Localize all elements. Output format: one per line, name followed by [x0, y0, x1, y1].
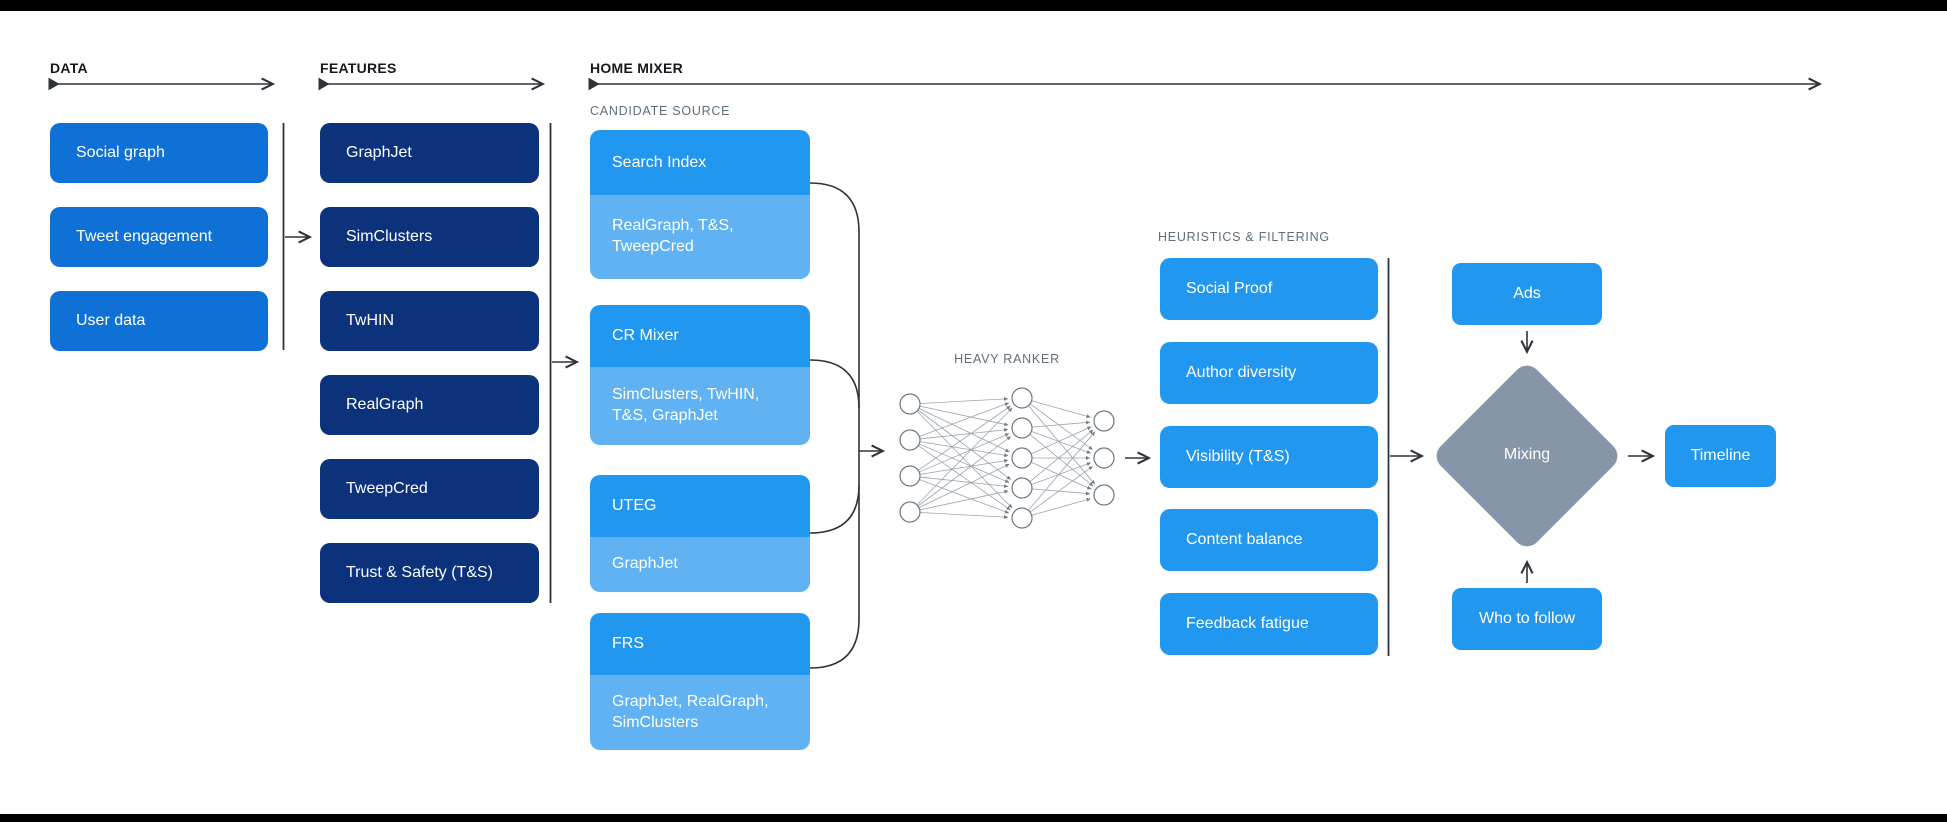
nn-link: [1028, 405, 1096, 485]
nn-link: [919, 443, 1010, 483]
heuristic-box-social-proof: Social Proof: [1160, 258, 1378, 320]
candidate-title: FRS: [590, 613, 810, 675]
ads-box: Ads: [1452, 263, 1602, 325]
nn-node: [899, 429, 921, 451]
top-letterbox-bar: [0, 0, 1947, 11]
feature-box-trust-safety: Trust & Safety (T&S): [320, 543, 539, 603]
nn-link: [1031, 431, 1091, 454]
heavy-ranker-network: [899, 387, 1115, 529]
nn-node: [1011, 387, 1033, 409]
nn-link: [917, 405, 1011, 471]
nn-node: [899, 393, 921, 415]
who-to-follow-box: Who to follow: [1452, 588, 1602, 650]
nn-node: [899, 465, 921, 487]
subheader-candidate-source: CANDIDATE SOURCE: [590, 104, 731, 118]
heuristic-box-author-diversity: Author diversity: [1160, 342, 1378, 404]
nn-link: [919, 441, 1009, 458]
feature-box-simclusters: SimClusters: [320, 207, 539, 267]
nn-link: [918, 463, 1010, 509]
nn-link: [917, 445, 1011, 511]
nn-link: [1029, 465, 1093, 513]
cr-mixer-join-curve: [809, 359, 860, 409]
data-box-social-graph: Social graph: [50, 123, 268, 183]
section-header-home-mixer: HOME MIXER: [590, 60, 684, 76]
heuristic-box-visibility: Visibility (T&S): [1160, 426, 1378, 488]
nn-node: [1011, 417, 1033, 439]
feature-box-twhin: TwHIN: [320, 291, 539, 351]
nn-link: [919, 405, 1009, 427]
heuristic-box-content-balance: Content balance: [1160, 509, 1378, 571]
nn-link: [919, 479, 1010, 514]
nn-link: [919, 458, 1009, 475]
section-header-features: FEATURES: [320, 60, 397, 76]
nn-link: [919, 433, 1010, 473]
nn-link: [918, 407, 1010, 453]
data-box-tweet-engagement: Tweet engagement: [50, 207, 268, 267]
nn-link: [919, 476, 1009, 489]
nn-node: [1011, 447, 1033, 469]
subheader-heuristics-filtering: HEURISTICS & FILTERING: [1158, 230, 1330, 244]
nn-link: [919, 402, 1010, 437]
subheader-heavy-ranker: HEAVY RANKER: [954, 352, 1060, 366]
nn-link: [919, 427, 1009, 440]
candidate-box-search-index: Search Index RealGraph, T&S, TweepCred: [590, 130, 810, 279]
nn-node: [899, 501, 921, 523]
nn-link: [917, 409, 1012, 480]
nn-link: [1030, 461, 1092, 490]
nn-link: [1031, 488, 1091, 496]
heuristic-box-feedback-fatigue: Feedback fatigue: [1160, 593, 1378, 655]
feature-box-tweepcred: TweepCred: [320, 459, 539, 519]
nn-link: [1031, 400, 1091, 419]
nn-link: [1029, 429, 1094, 482]
nn-link: [1031, 497, 1091, 516]
bottom-letterbox-bar: [0, 814, 1947, 822]
nn-link: [919, 512, 1009, 520]
candidate-deps: GraphJet, RealGraph, SimClusters: [590, 675, 810, 750]
timeline-box: Timeline: [1665, 425, 1776, 487]
nn-link: [1031, 420, 1091, 428]
candidate-merge-rail: [809, 182, 860, 669]
nn-node: [1011, 507, 1033, 529]
nn-node: [1093, 484, 1115, 506]
candidate-deps: SimClusters, TwHIN, T&S, GraphJet: [590, 367, 810, 445]
nn-link: [916, 407, 1013, 506]
candidate-title: Search Index: [590, 130, 810, 195]
nn-node: [1093, 447, 1115, 469]
candidate-deps: GraphJet: [590, 537, 810, 592]
feature-box-graphjet: GraphJet: [320, 123, 539, 183]
candidate-title: CR Mixer: [590, 305, 810, 367]
nn-link: [1029, 434, 1094, 487]
nn-link: [1029, 403, 1093, 451]
uteg-join-curve: [809, 484, 860, 534]
candidate-deps: RealGraph, T&S, TweepCred: [590, 195, 810, 279]
data-box-user-data: User data: [50, 291, 268, 351]
candidate-box-uteg: UTEG GraphJet: [590, 475, 810, 592]
nn-node: [1011, 477, 1033, 499]
nn-link: [1031, 462, 1091, 485]
candidate-title: UTEG: [590, 475, 810, 537]
nn-link: [917, 436, 1012, 507]
nn-link: [1028, 431, 1096, 511]
feature-box-realgraph: RealGraph: [320, 375, 539, 435]
candidate-box-frs: FRS GraphJet, RealGraph, SimClusters: [590, 613, 810, 750]
nn-link: [1030, 426, 1092, 455]
nn-node: [1093, 410, 1115, 432]
mixing-diamond: [1436, 365, 1618, 547]
nn-link: [919, 396, 1009, 404]
candidate-box-cr-mixer: CR Mixer SimClusters, TwHIN, T&S, GraphJ…: [590, 305, 810, 445]
nn-link: [919, 489, 1009, 511]
section-header-data: DATA: [50, 60, 88, 76]
nn-link: [916, 410, 1013, 509]
mixing-label: Mixing: [1503, 446, 1551, 463]
